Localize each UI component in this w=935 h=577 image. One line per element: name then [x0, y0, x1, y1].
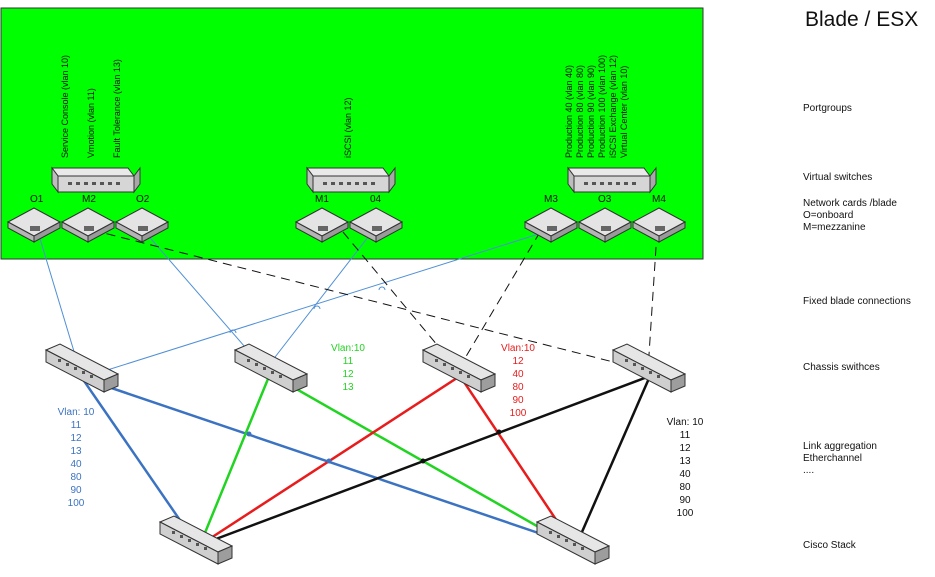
vlan-item: 13	[679, 456, 691, 467]
network-card-icon	[631, 207, 687, 243]
nic-label: M2	[82, 194, 96, 205]
portgroup-label: iSCSI Exchange (vlan 12)	[608, 55, 618, 158]
network-card-icon	[6, 207, 62, 243]
portgroup-label: Production 100 (vlan 100)	[597, 55, 607, 158]
vlan-item: 90	[70, 485, 82, 496]
network-card-icon	[577, 207, 633, 243]
label-line: Etherchannel	[803, 453, 862, 464]
vlan-item: 80	[512, 382, 524, 393]
label-virtual-switches: Virtual switches	[803, 172, 873, 183]
portgroups-group-3: Production 40 (vlan 40) Production 80 (v…	[564, 55, 629, 158]
cisco-stack-switch-icon	[535, 515, 611, 565]
portgroup-label: Fault Tolerance (vlan 13)	[112, 59, 122, 158]
diagram-title: Blade / ESX	[805, 8, 919, 31]
vlan-item: 12	[679, 443, 691, 454]
label-portgroups: Portgroups	[803, 103, 852, 114]
label-line: Link aggregation	[803, 441, 877, 452]
vlan-item: 90	[679, 495, 691, 506]
label-line: M=mezzanine	[803, 222, 866, 233]
chassis-switch-icon	[611, 343, 687, 393]
vlan-item: Vlan: 10	[57, 407, 95, 418]
vlan-item: 100	[509, 408, 527, 419]
portgroup-label: Production 90 (vlan 90)	[586, 65, 596, 158]
vlan-item: 12	[70, 433, 82, 444]
vlan-item: 40	[679, 469, 691, 480]
vlan-item: 100	[67, 498, 85, 509]
vlan-item: Vlan:10	[331, 343, 365, 354]
portgroup-label: iSCSI (vlan 12)	[343, 97, 353, 158]
portgroup-label: Service Console (vlan 10)	[60, 55, 70, 158]
cisco-stack-switch-icon	[158, 515, 234, 565]
vlan-list-blue: Vlan: 10 11 12 13 40 80 90 100	[56, 406, 96, 510]
vlan-item: 40	[70, 459, 82, 470]
label-network-cards: Network cards /blade O=onboard M=mezzani…	[803, 198, 897, 234]
portgroups-group-1: Service Console (vlan 10) Vmotion (vlan …	[60, 55, 122, 158]
label-line: O=onboard	[803, 210, 854, 221]
label-cisco-stack: Cisco Stack	[803, 540, 856, 551]
network-card-icon	[60, 207, 116, 243]
label-link-aggregation: Link aggregation Etherchannel ....	[803, 441, 877, 477]
chassis-switch-icon	[421, 343, 497, 393]
vlan-item: 11	[70, 420, 82, 431]
vlan-item: 12	[342, 369, 354, 380]
portgroup-label: Vmotion (vlan 11)	[86, 88, 96, 158]
nic-label: O1	[30, 194, 44, 205]
vlan-item: Vlan:10	[501, 343, 535, 354]
vlan-item: 100	[676, 508, 694, 519]
nic-label: O2	[136, 194, 150, 205]
vlan-item: 11	[679, 430, 691, 441]
label-line: Network cards /blade	[803, 198, 897, 209]
vlan-item: 13	[342, 382, 354, 393]
nic-label: O3	[598, 194, 612, 205]
chassis-switch-icon	[44, 343, 120, 393]
vlan-item: 11	[342, 356, 354, 367]
nic-label: M4	[652, 194, 666, 205]
vlan-item: 80	[679, 482, 691, 493]
portgroups-group-2: iSCSI (vlan 12)	[343, 97, 353, 158]
vlan-item: 12	[512, 356, 524, 367]
virtual-switch-icon	[306, 166, 396, 194]
vlan-item: 13	[70, 446, 82, 457]
network-card-icon	[523, 207, 579, 243]
vlan-list-green: Vlan:10 11 12 13	[328, 342, 368, 394]
vlan-item: Vlan: 10	[666, 417, 704, 428]
nic-label: M3	[544, 194, 558, 205]
link-crossing-dots	[246, 429, 502, 464]
portgroup-label: Production 80 (vlan 80)	[575, 65, 585, 158]
nic-labels: O1 M2 O2 M1 04 M3 O3 M4	[30, 194, 666, 205]
network-card-icon	[294, 207, 350, 243]
vlan-list-black: Vlan: 10 11 12 13 40 80 90 100	[663, 416, 707, 520]
virtual-switch-icon	[51, 166, 141, 194]
vlan-item: 90	[512, 395, 524, 406]
nic-label: M1	[315, 194, 329, 205]
vlan-item: 80	[70, 472, 82, 483]
network-card-icon	[348, 207, 404, 243]
virtual-switch-icon	[567, 166, 657, 194]
portgroup-label: Production 40 (vlan 40)	[564, 65, 574, 158]
label-line: ....	[803, 465, 815, 476]
blade-esx-container	[0, 7, 704, 260]
fixed-blade-connections-dashed	[91, 229, 658, 371]
vlan-list-red: Vlan:10 12 40 80 90 100	[498, 342, 538, 420]
chassis-switch-icon	[233, 343, 309, 393]
vlan-item: 40	[512, 369, 524, 380]
network-card-icon	[114, 207, 170, 243]
crossing-marks	[229, 286, 386, 334]
portgroup-label: Virtual Center (vlan 10)	[619, 66, 629, 158]
label-fixed-blade: Fixed blade connections	[803, 296, 911, 307]
label-chassis-switches: Chassis swithces	[803, 362, 880, 373]
nic-icons	[6, 207, 687, 243]
nic-label: 04	[370, 194, 382, 205]
